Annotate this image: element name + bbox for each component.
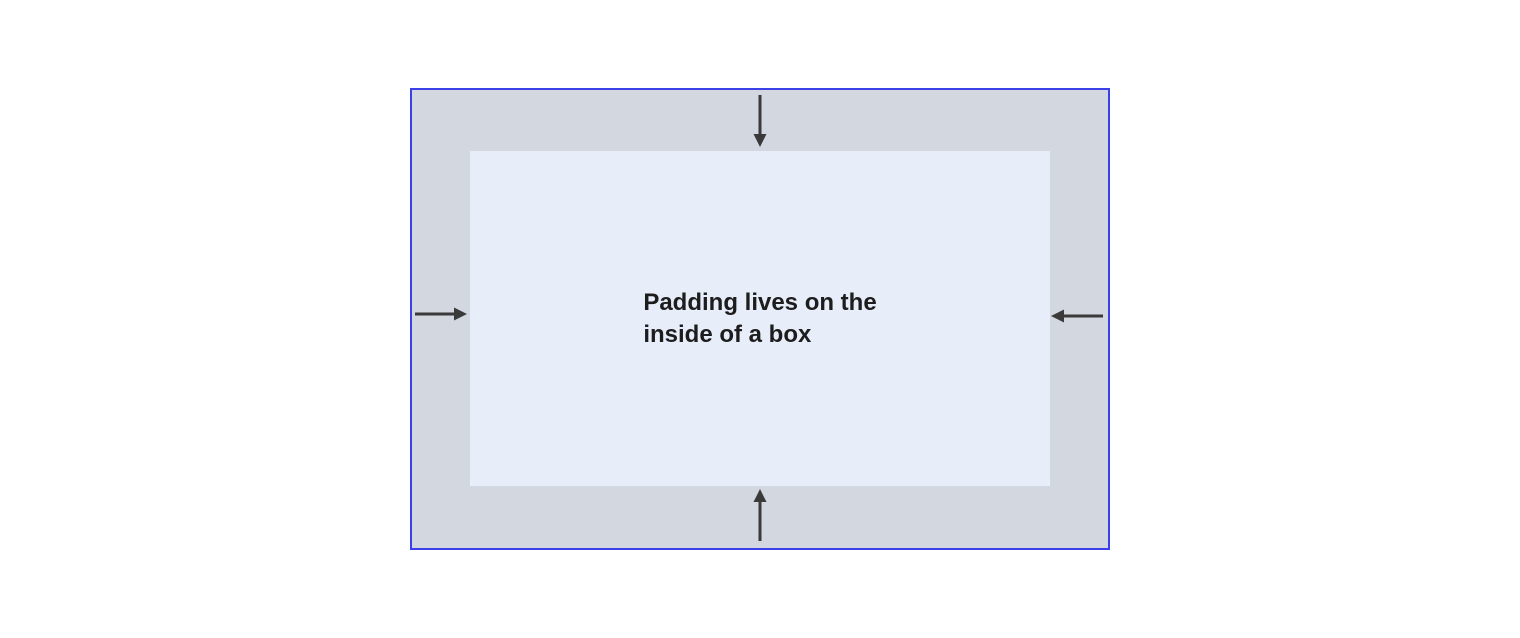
- diagram-caption: Padding lives on the inside of a box: [643, 288, 877, 348]
- arrow-down-icon: [753, 95, 767, 147]
- padding-box: Padding lives on the inside of a box: [410, 88, 1110, 550]
- arrow-up-icon: [753, 489, 767, 541]
- arrow-right-icon: [415, 307, 467, 321]
- arrow-left-icon: [1051, 309, 1103, 323]
- content-box: Padding lives on the inside of a box: [470, 151, 1050, 486]
